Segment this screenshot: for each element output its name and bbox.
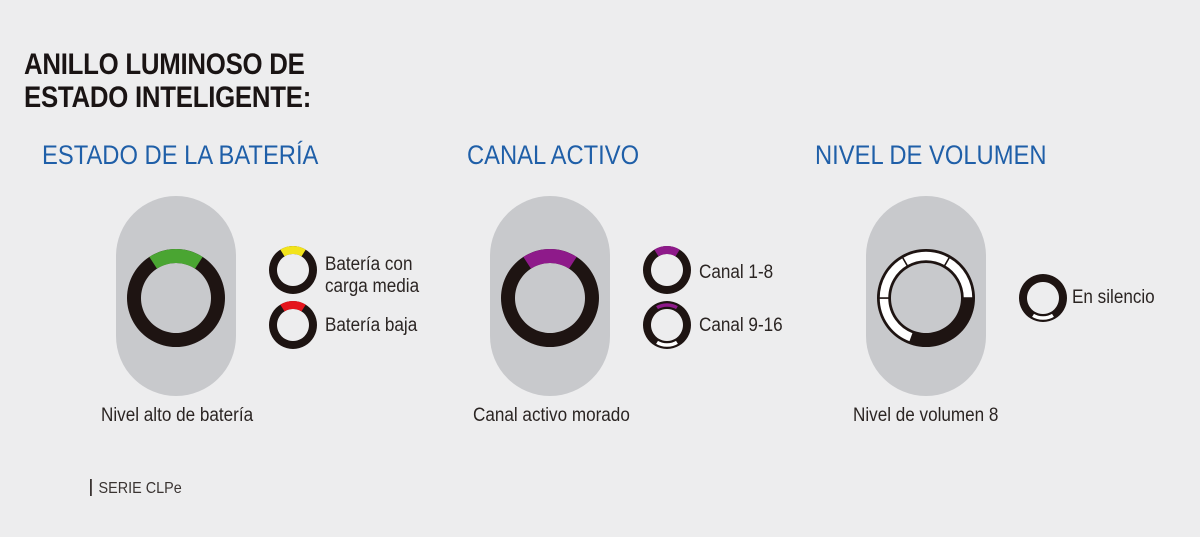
series-label: SERIE CLPe bbox=[98, 480, 182, 497]
caption-channel: Canal activo morado bbox=[473, 405, 630, 426]
battery-high-ring-icon bbox=[126, 249, 225, 347]
caption-battery: Nivel alto de batería bbox=[101, 405, 254, 426]
mute-ring-icon bbox=[1018, 274, 1067, 322]
footer: SERIE CLPe bbox=[90, 479, 182, 498]
volume-level-ring-icon bbox=[876, 249, 975, 347]
heading-battery: ESTADO DE LA BATERÍA bbox=[42, 140, 319, 170]
legend-battery-medium: Batería con carga media bbox=[325, 254, 419, 298]
battery-low-ring-icon bbox=[268, 301, 317, 349]
channel-1-8-ring-icon bbox=[642, 246, 691, 294]
battery-medium-ring-icon bbox=[268, 246, 317, 294]
legend-text: Batería con bbox=[325, 254, 413, 275]
legend-mute: En silencio bbox=[1072, 287, 1155, 308]
channel-9-16-ring-icon bbox=[642, 301, 691, 349]
title-line-1: ANILLO LUMINOSO DE bbox=[24, 48, 305, 81]
legend-text: carga media bbox=[325, 276, 420, 297]
main-title: ANILLO LUMINOSO DE ESTADO INTELIGENTE: bbox=[24, 48, 311, 114]
legend-battery-low: Batería baja bbox=[325, 315, 418, 336]
title-line-2: ESTADO INTELIGENTE: bbox=[24, 81, 312, 114]
legend-channel-9-16: Canal 9-16 bbox=[699, 315, 783, 336]
heading-volume: NIVEL DE VOLUMEN bbox=[815, 140, 1047, 170]
caption-volume: Nivel de volumen 8 bbox=[853, 405, 999, 426]
legend-channel-1-8: Canal 1-8 bbox=[699, 262, 774, 283]
heading-channel: CANAL ACTIVO bbox=[467, 140, 640, 170]
channel-active-ring-icon bbox=[500, 249, 599, 347]
divider bbox=[90, 479, 92, 496]
